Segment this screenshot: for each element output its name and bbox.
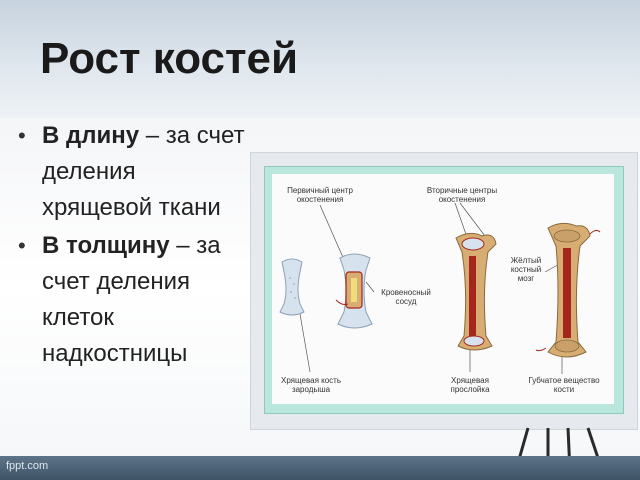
footer-site: fppt.com <box>6 460 49 472</box>
figure-canvas <box>272 174 614 404</box>
bullet-length-text: – за счет деления хрящевой ткани <box>42 122 245 221</box>
label-spongy-substance: Губчатое вещество кости <box>528 376 600 394</box>
bullet-thickness-text: – за счет деления клеток надкостницы <box>42 232 221 367</box>
footer-bar <box>0 456 640 480</box>
mature-bone <box>535 222 601 358</box>
label-primary-center: Первичный центр окостенения <box>287 186 353 204</box>
bullet-thickness-bold: В толщину <box>42 232 170 259</box>
bullet-length: В длину – за счет деления хрящевой ткани <box>18 118 248 226</box>
label-yellow-marrow: Жёлтый костный мозг <box>510 256 542 283</box>
secondary-ossification-bone <box>455 232 497 351</box>
bullet-thickness: В толщину – за счет деления клеток надко… <box>18 228 248 372</box>
label-cartilage-layer: Хрящевая прослойка <box>450 376 490 394</box>
bullet-length-bold: В длину <box>42 122 140 149</box>
label-embryo-cartilage: Хрящевая кость зародыша <box>280 376 341 394</box>
embryo-cartilage-bone <box>279 258 305 316</box>
title-band <box>0 0 640 118</box>
label-secondary-centers: Вторичные центры окостенения <box>426 186 498 204</box>
primary-ossification-bone <box>335 253 373 329</box>
slide-title: Рост костей <box>40 34 299 83</box>
bullet-list: В длину – за счет деления хрящевой ткани… <box>18 118 248 374</box>
label-blood-vessel: Кровеносный сосуд <box>381 288 431 306</box>
